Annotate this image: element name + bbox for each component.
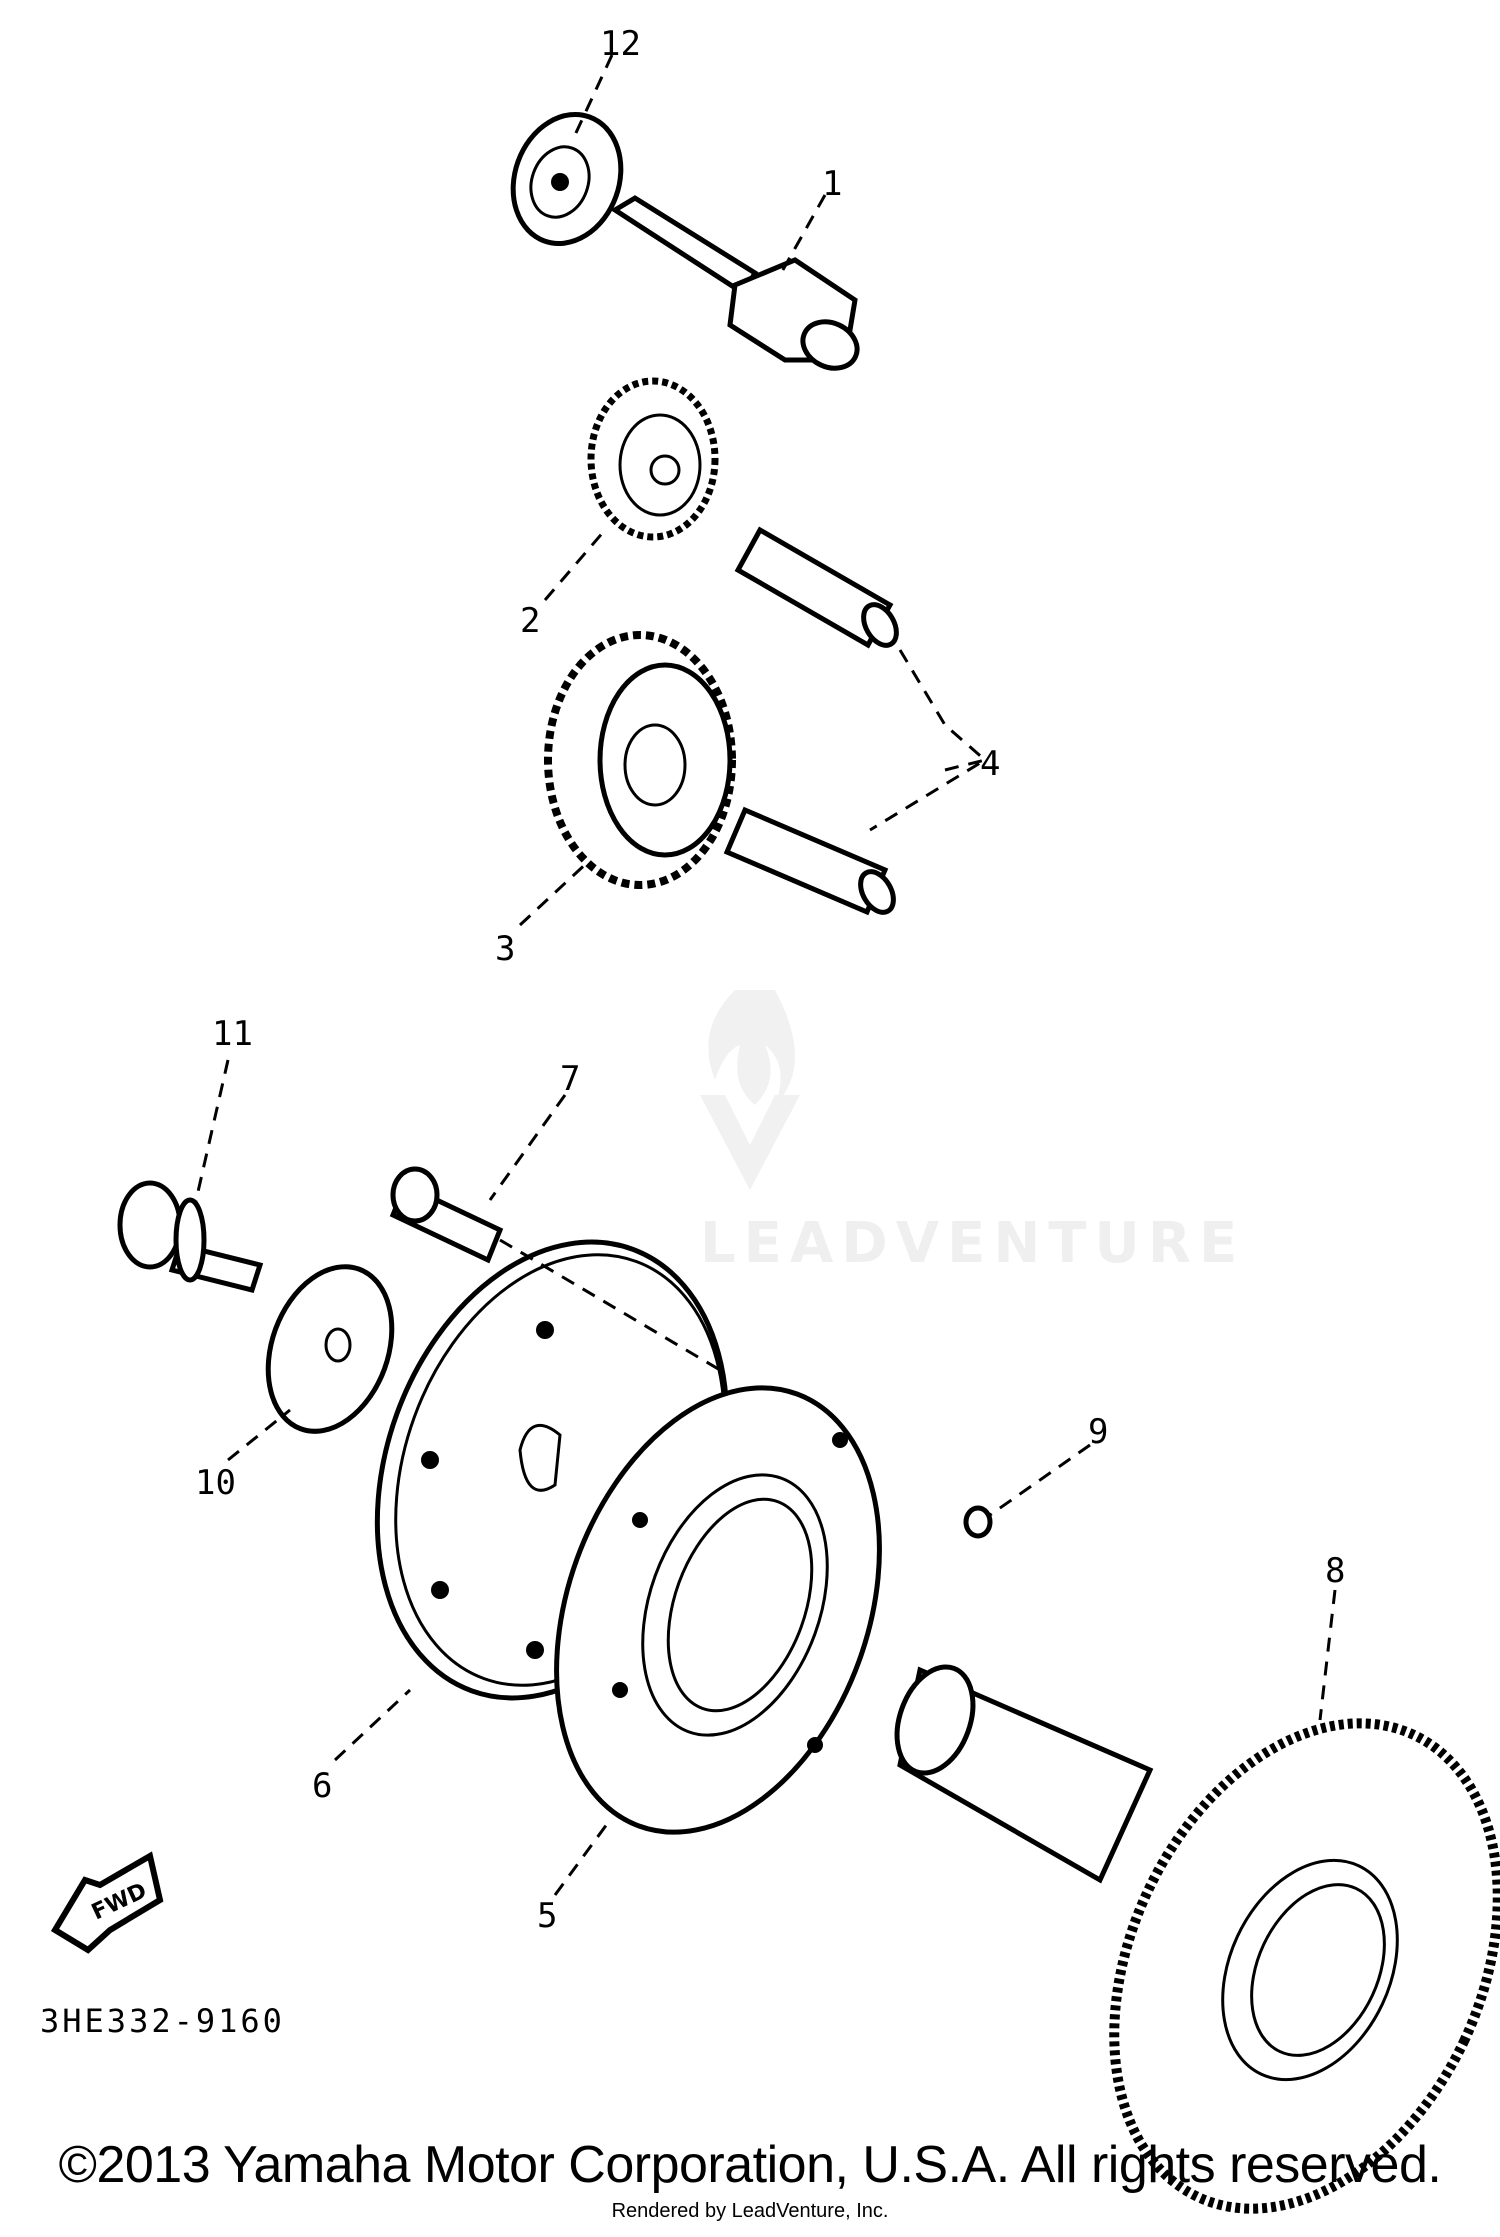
- part-4-pins[interactable]: [723, 526, 903, 918]
- label-1: 1: [822, 164, 842, 204]
- label-11: 11: [212, 1014, 253, 1054]
- label-7: 7: [560, 1059, 580, 1099]
- watermark-text: LEADVENTURE: [700, 1211, 1245, 1276]
- part-10-washer[interactable]: [246, 1249, 413, 1448]
- part-8-gear[interactable]: [1040, 1661, 1500, 2237]
- part-3-gear[interactable]: [544, 631, 736, 889]
- label-10: 10: [195, 1463, 236, 1503]
- part-2-gear[interactable]: [587, 377, 719, 541]
- part-7-bolt[interactable]: [389, 1166, 504, 1264]
- label-8: 8: [1325, 1551, 1345, 1591]
- forward-arrow-icon: FWD: [50, 1851, 164, 1954]
- watermark-logo: LEADVENTURE: [700, 990, 1245, 1276]
- label-2: 2: [520, 601, 540, 641]
- part-9-pin[interactable]: [963, 1505, 993, 1539]
- part-12-bearing[interactable]: [496, 99, 639, 259]
- part-1-shaft[interactable]: [610, 195, 865, 377]
- label-9: 9: [1088, 1412, 1108, 1452]
- rendered-by-text: Rendered by LeadVenture, Inc.: [611, 2200, 889, 2222]
- label-4: 4: [980, 744, 1000, 784]
- diagram-code: 3HE332-9160: [40, 2002, 285, 2040]
- label-3: 3: [495, 929, 515, 969]
- part-11-bolt[interactable]: [117, 1180, 264, 1293]
- copyright-text: ©2013 Yamaha Motor Corporation, U.S.A. A…: [58, 2136, 1442, 2194]
- part-collar[interactable]: [883, 1656, 1154, 1884]
- leader-lines: [193, 54, 1337, 1896]
- label-12: 12: [600, 24, 641, 64]
- label-5: 5: [537, 1896, 557, 1936]
- label-6: 6: [312, 1766, 332, 1806]
- part-5-clutch-housing[interactable]: [498, 1343, 937, 1878]
